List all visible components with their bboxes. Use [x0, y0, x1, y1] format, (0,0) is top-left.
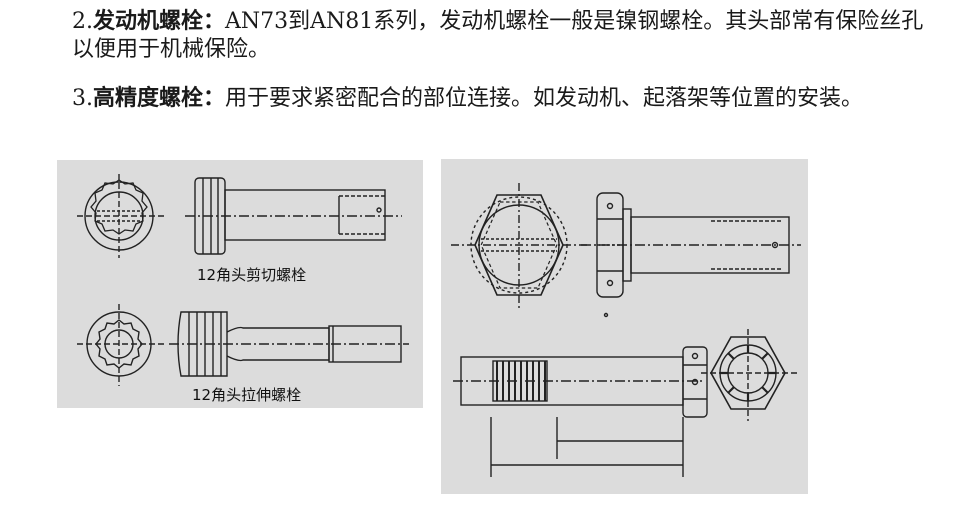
item-separator: ：	[203, 9, 226, 34]
item-term: 发动机螺栓	[93, 9, 204, 34]
item-text: 用于要求紧密配合的部位连接。如发动机、起落架等位置的安装。	[225, 86, 864, 111]
engine-bolts-figure	[441, 159, 808, 494]
shear-bolt-side-view	[185, 177, 402, 255]
item-term: 高精度螺栓	[93, 86, 204, 111]
threaded-bolt-view	[453, 346, 708, 477]
twelve-point-bolts-figure: 12角头剪切螺栓 12角头拉伸螺栓	[57, 160, 423, 408]
tension-bolt-end-view	[77, 304, 165, 386]
item-number: 3.	[72, 86, 93, 111]
item-separator: ：	[203, 86, 226, 111]
paragraph-precision-bolts: 3.高精度螺栓：用于要求紧密配合的部位连接。如发动机、起落架等位置的安装。	[72, 85, 932, 113]
tension-bolt-side-view	[169, 311, 409, 377]
hex-bolt-side-view	[581, 192, 801, 318]
hex-bolt-end-view	[451, 183, 587, 309]
castle-nut-end-view	[701, 329, 797, 421]
caption-tension-bolt: 12角头拉伸螺栓	[192, 386, 302, 404]
bolt-drawings-right	[451, 183, 801, 477]
item-text: AN73到AN81系列，发动机螺栓一般是镍钢螺栓。其头部常有保险丝孔以便用于机械…	[72, 9, 924, 62]
item-number: 2.	[72, 9, 93, 34]
caption-shear-bolt: 12角头剪切螺栓	[197, 266, 307, 284]
shear-bolt-end-view	[77, 174, 167, 258]
paragraph-engine-bolts: 2.发动机螺栓：AN73到AN81系列，发动机螺栓一般是镍钢螺栓。其头部常有保险…	[72, 8, 932, 64]
bolt-drawings-left	[77, 174, 409, 386]
